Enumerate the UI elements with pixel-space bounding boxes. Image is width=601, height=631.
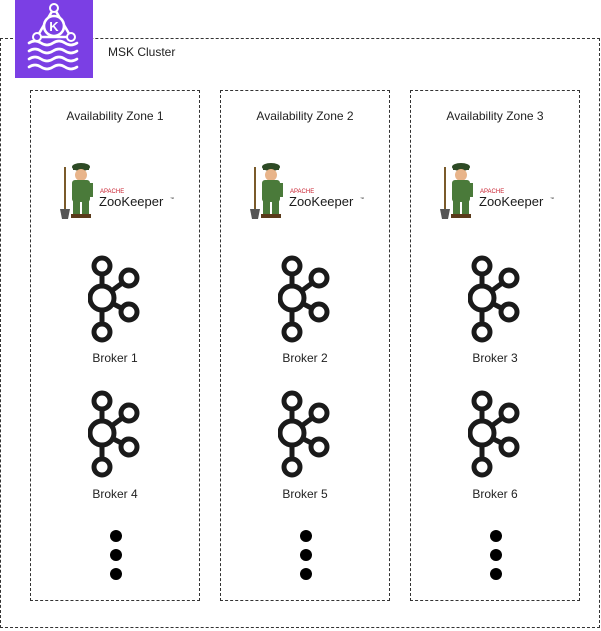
svg-text:™: ™	[170, 196, 174, 201]
svg-text:APACHE: APACHE	[100, 189, 124, 195]
svg-text:™: ™	[360, 196, 364, 201]
kafka-broker-icon	[467, 254, 524, 344]
svg-text:APACHE: APACHE	[290, 189, 314, 195]
broker-label: Broker 6	[472, 487, 518, 501]
svg-text:APACHE: APACHE	[480, 189, 504, 195]
zookeeper-figure	[440, 163, 473, 219]
svg-text:ZooKeeper: ZooKeeper	[99, 194, 164, 209]
zookeeper-logo: APACHE ZooKeeper ™	[59, 159, 179, 223]
zookeeper-figure	[60, 163, 93, 219]
broker-label: Broker 2	[282, 351, 328, 365]
kafka-broker-icon	[467, 389, 524, 479]
zookeeper-logo: APACHE ZooKeeper ™	[439, 159, 559, 223]
broker-label: Broker 3	[472, 351, 518, 365]
zone-label: Availability Zone 2	[256, 109, 354, 123]
zone-label: Availability Zone 3	[446, 109, 544, 123]
availability-zone-2: Availability Zone 2 APACHE	[220, 90, 390, 601]
svg-text:ZooKeeper: ZooKeeper	[289, 194, 354, 209]
msk-cluster	[0, 38, 600, 628]
broker-label: Broker 4	[92, 487, 138, 501]
availability-zone-1: Availability Zone 1 APACHE	[30, 90, 200, 601]
zookeeper-logo: APACHE ZooKeeper ™	[249, 159, 369, 223]
zone-label: Availability Zone 1	[66, 109, 164, 123]
vertical-ellipsis-icon	[109, 529, 123, 583]
zookeeper-figure	[250, 163, 283, 219]
broker-label: Broker 5	[282, 487, 328, 501]
availability-zone-3: Availability Zone 3 APACHE	[410, 90, 580, 601]
svg-text:ZooKeeper: ZooKeeper	[479, 194, 544, 209]
kafka-broker-icon	[87, 389, 144, 479]
amazon-msk-icon: K	[15, 0, 93, 78]
kafka-broker-icon	[277, 254, 334, 344]
kafka-broker-icon	[87, 254, 144, 344]
svg-text:™: ™	[550, 196, 554, 201]
cluster-label: MSK Cluster	[108, 45, 176, 59]
broker-label: Broker 1	[92, 351, 138, 365]
vertical-ellipsis-icon	[299, 529, 313, 583]
msk-logo-letter: K	[49, 19, 59, 34]
kafka-broker-icon	[277, 389, 334, 479]
vertical-ellipsis-icon	[489, 529, 503, 583]
